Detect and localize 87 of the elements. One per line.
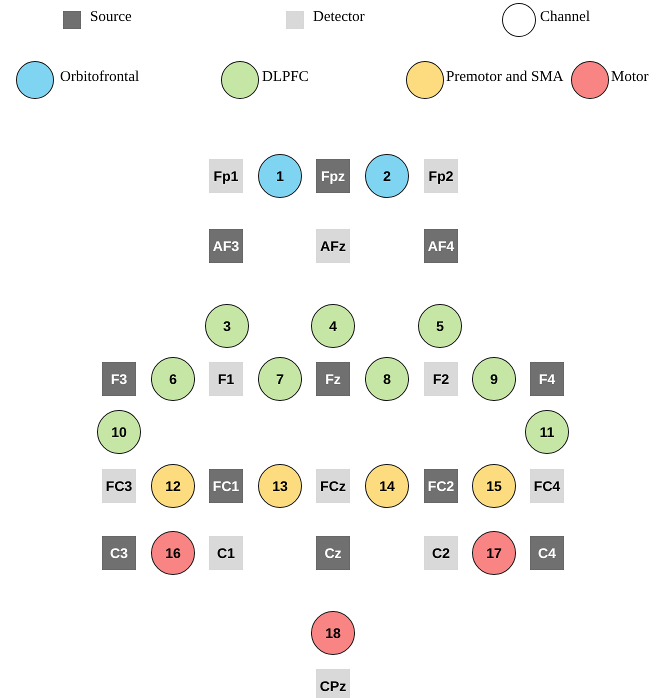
optode-label: F4 <box>538 371 556 387</box>
detector-square <box>209 536 243 570</box>
channel-circle <box>365 357 409 401</box>
optode-label: FC3 <box>106 478 132 494</box>
optode-label: FCz <box>320 478 346 494</box>
channel-circle <box>525 410 569 454</box>
detector-square <box>530 469 564 503</box>
legend-text: Motor <box>611 69 648 86</box>
source-square <box>316 159 350 193</box>
source-square <box>209 229 243 263</box>
source-square <box>424 469 458 503</box>
legend-text: Source <box>90 9 132 26</box>
channel-circle <box>311 304 355 348</box>
channel-circle <box>258 357 302 401</box>
channel-number: 6 <box>169 371 177 387</box>
channel-number: 11 <box>540 424 554 440</box>
channel-number: 3 <box>223 318 231 334</box>
channel-circle <box>365 464 409 508</box>
channel-number: 18 <box>325 625 341 641</box>
optode-label: C2 <box>432 545 450 561</box>
channel-number: 15 <box>486 478 502 494</box>
channel-number: 14 <box>379 478 395 494</box>
optode-label: F1 <box>218 371 234 387</box>
detector-square <box>316 469 350 503</box>
source-square <box>424 229 458 263</box>
channel-number: 10 <box>111 424 127 440</box>
channel-circle <box>258 154 302 198</box>
detector-square <box>102 469 136 503</box>
optode-label: CPz <box>320 678 346 694</box>
optode-label: FC1 <box>212 478 240 494</box>
source-square <box>102 536 136 570</box>
source-square <box>530 536 564 570</box>
optode-label: C1 <box>217 545 235 561</box>
source-square <box>209 469 243 503</box>
source-square <box>102 362 136 396</box>
channel-number: 9 <box>490 371 498 387</box>
channel-circle <box>151 357 195 401</box>
channel-number: 12 <box>165 478 181 494</box>
optode-label: AFz <box>320 238 346 254</box>
optode-label: F3 <box>110 371 128 387</box>
detector-square <box>316 669 350 698</box>
channel-circle <box>472 464 516 508</box>
legend-text: Premotor and SMA <box>446 69 564 86</box>
detector-square <box>424 362 458 396</box>
channel-circle <box>151 531 195 575</box>
legend-text: Orbitofrontal <box>60 69 140 86</box>
channel-number: 5 <box>436 318 444 334</box>
channel-number: 17 <box>486 545 502 561</box>
channel-circle <box>151 464 195 508</box>
channel-circle <box>472 531 516 575</box>
optode-label: FC4 <box>534 478 560 494</box>
channel-number: 4 <box>329 318 337 334</box>
optode-label: AF4 <box>428 238 454 254</box>
channel-circle <box>418 304 462 348</box>
optode-label: C3 <box>110 545 128 561</box>
channel-circle <box>97 410 141 454</box>
detector-square <box>209 362 243 396</box>
optode-label: Fz <box>325 371 341 387</box>
optode-label: FC2 <box>428 478 454 494</box>
optode-label: Fpz <box>320 168 346 184</box>
channel-number: 13 <box>272 478 288 494</box>
channel-number: 8 <box>383 371 391 387</box>
detector-square <box>316 229 350 263</box>
optode-label: C4 <box>538 545 556 561</box>
legend-text: DLPFC <box>262 69 309 86</box>
detector-square <box>424 536 458 570</box>
optode-label: Fp1 <box>214 168 238 184</box>
channel-circle <box>311 611 355 655</box>
channel-number: 2 <box>383 168 391 184</box>
channel-number: 7 <box>276 371 284 387</box>
source-square <box>316 362 350 396</box>
source-square <box>316 536 350 570</box>
optode-label: Fp2 <box>428 168 454 184</box>
optode-label: AF3 <box>212 238 240 254</box>
channel-circle <box>205 304 249 348</box>
source-square <box>530 362 564 396</box>
legend-text: Detector <box>313 9 365 26</box>
detector-square <box>209 159 243 193</box>
channel-circle <box>365 154 409 198</box>
optode-label: F2 <box>432 371 450 387</box>
channel-circle <box>258 464 302 508</box>
detector-square <box>424 159 458 193</box>
channel-number: 1 <box>276 168 284 184</box>
channel-circle <box>472 357 516 401</box>
optode-label: Cz <box>324 545 342 561</box>
legend-text: Channel <box>540 9 590 26</box>
channel-number: 16 <box>165 545 181 561</box>
